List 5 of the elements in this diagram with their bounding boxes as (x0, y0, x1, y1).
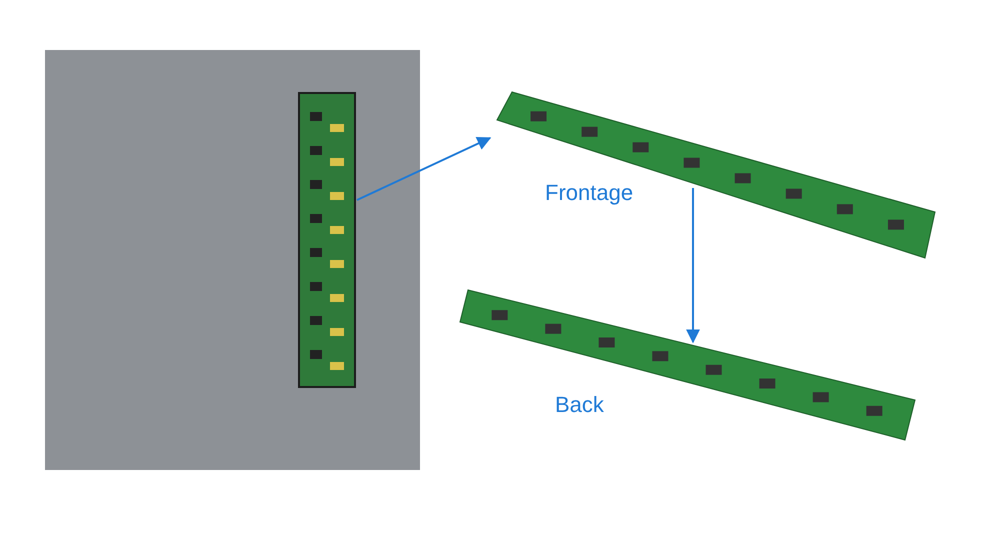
board-caption: Frontage (545, 180, 634, 206)
board-caption: Back (555, 392, 604, 418)
arrow (356, 136, 492, 201)
photo-block (45, 50, 420, 470)
arrow (686, 188, 700, 344)
